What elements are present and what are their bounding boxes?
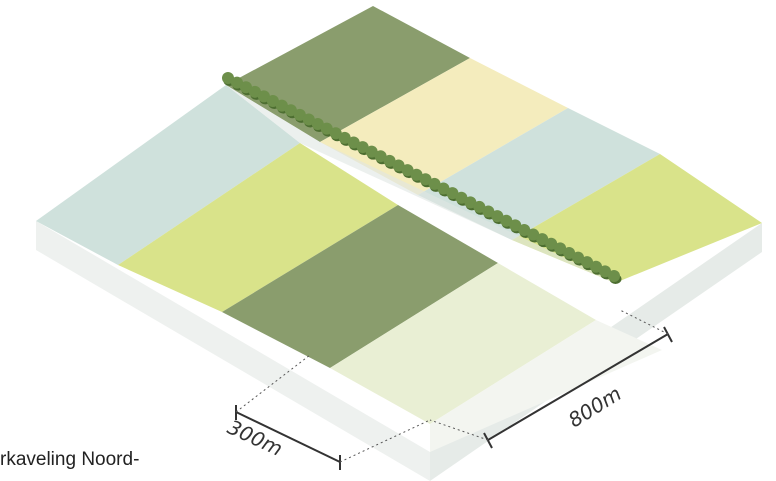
tree [473, 200, 486, 213]
tree [599, 265, 612, 278]
tree [563, 246, 576, 259]
parcel-pale-lime [330, 263, 596, 424]
tree [545, 237, 558, 250]
tree [293, 108, 306, 121]
tree [464, 196, 477, 209]
tree [374, 150, 387, 163]
tree [572, 251, 585, 264]
tree [230, 76, 243, 89]
tree [284, 104, 297, 117]
tree [446, 187, 459, 200]
tree [347, 136, 360, 149]
tree [320, 122, 333, 135]
tree [311, 118, 324, 131]
tree [527, 228, 540, 241]
parcel-ghost-bottom [430, 320, 662, 452]
tree [266, 95, 279, 108]
tree [392, 159, 405, 172]
parcel-dark-green-bottom [222, 205, 498, 368]
tree [536, 233, 549, 246]
tree [248, 85, 261, 98]
tree [554, 242, 567, 255]
tree [419, 173, 432, 186]
parcel-light-blue-left [36, 85, 300, 265]
parcel-lime-left [118, 143, 398, 312]
caption-text: rkaveling Noord- [0, 449, 140, 470]
tree [302, 113, 315, 126]
tree [455, 191, 468, 204]
tree [383, 154, 396, 167]
tree [500, 214, 513, 227]
tree [338, 131, 351, 144]
tree [239, 81, 252, 94]
tree [401, 164, 414, 177]
tree [608, 270, 620, 282]
tree [437, 182, 450, 195]
tree [518, 223, 531, 236]
tree [509, 219, 522, 232]
tree [356, 141, 369, 154]
tree [329, 127, 342, 140]
tree [222, 72, 234, 84]
tree [581, 256, 594, 269]
block-side-left [36, 221, 430, 481]
tree [482, 205, 495, 218]
tree [257, 90, 270, 103]
tree [590, 260, 603, 273]
tree-row-icon [222, 72, 622, 284]
tree [410, 168, 423, 181]
tree [275, 99, 288, 112]
tree [428, 177, 441, 190]
tree [365, 145, 378, 158]
tree [491, 210, 504, 223]
